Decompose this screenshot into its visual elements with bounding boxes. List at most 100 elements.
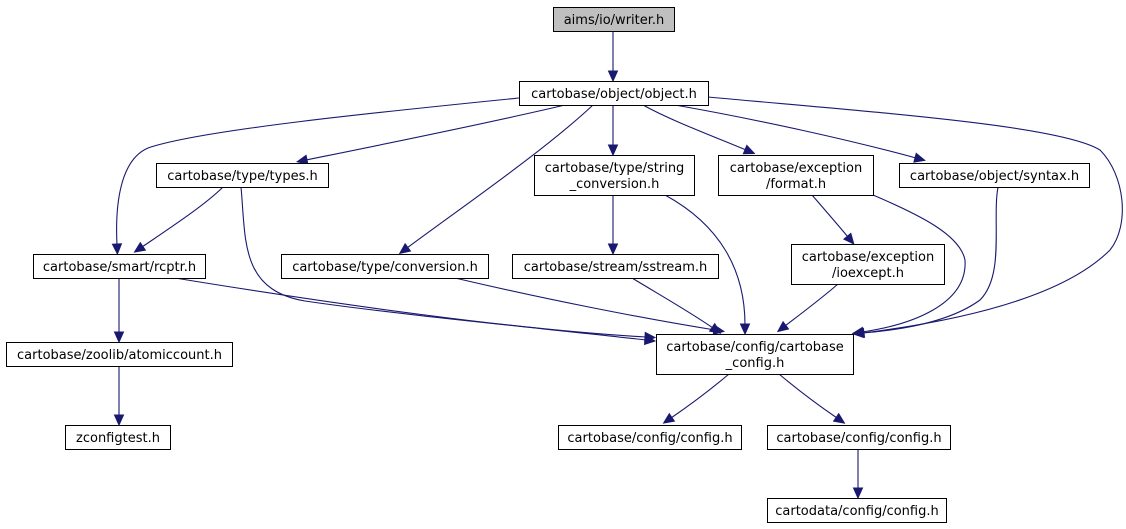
arrowhead (133, 241, 147, 253)
edge-format-to-ioexcept (811, 194, 855, 245)
node-box (534, 155, 695, 196)
edge-line (631, 277, 714, 329)
node-label: cartobase/type/types.h (167, 169, 317, 184)
node-box (899, 163, 1090, 188)
node-label: cartobase/exception (802, 250, 934, 265)
edge-line (454, 277, 716, 331)
node-atomiccount[interactable]: cartobase/zoolib/atomiccount.h (6, 342, 233, 367)
node-layer: aims/io/writer.h cartobase/object/object.… (6, 7, 1090, 523)
edge-line (670, 373, 730, 419)
edge-types-to-rcptr (133, 186, 224, 253)
node-label: cartobase/exception (730, 161, 862, 176)
arrowhead (776, 320, 790, 333)
node-types[interactable]: cartobase/type/types.h (156, 163, 329, 188)
arrowhead (852, 487, 864, 500)
node-cartodata-config[interactable]: cartodata/config/config.h (767, 498, 947, 523)
edge-string_conversion-to-cartobase_config (664, 194, 751, 336)
node-label: zconfigtest.h (76, 431, 160, 446)
node-box (656, 334, 854, 375)
node-label: cartodata/config/config.h (775, 504, 938, 519)
edge-conversion-to-cartobase_config (454, 277, 726, 335)
node-label: cartobase/type/string (545, 161, 685, 176)
node-format[interactable]: cartobase/exception/format.h (718, 155, 874, 196)
edge-cartobase_config-to-config_b (778, 373, 846, 424)
node-label: cartobase/object/object.h (531, 87, 697, 102)
node-writer[interactable]: aims/io/writer.h (553, 7, 675, 32)
arrowhead (113, 414, 125, 427)
edge-config_b-to-cartodata_config (852, 449, 864, 500)
node-box (6, 342, 233, 367)
node-label: /ioexcept.h (832, 266, 904, 281)
edge-object-to-types (295, 104, 566, 165)
edge-object-to-format (642, 104, 756, 155)
edge-ioexcept-to-cartobase_config (776, 283, 839, 333)
edge-layer (111, 31, 1123, 500)
arrowhead (662, 412, 676, 424)
edge-line (406, 104, 594, 249)
node-box (65, 425, 171, 450)
edge-line (174, 277, 647, 338)
node-box (718, 155, 874, 196)
edge-cartobase_config-to-config_a (662, 373, 730, 424)
node-conversion[interactable]: cartobase/type/conversion.h (281, 254, 489, 279)
arrowhead (607, 243, 619, 256)
edge-line (305, 104, 566, 161)
node-syntax[interactable]: cartobase/object/syntax.h (899, 163, 1090, 188)
node-string-conversion[interactable]: cartobase/type/string_conversion.h (534, 155, 695, 196)
node-box (767, 425, 951, 450)
edge-object-to-conversion (398, 104, 594, 255)
edge-line (116, 97, 520, 246)
edge-line (811, 194, 849, 238)
node-cartobase-config[interactable]: cartobase/config/cartobase_config.h (656, 334, 854, 375)
arrowhead (398, 242, 412, 255)
node-rcptr[interactable]: cartobase/smart/rcptr.h (33, 254, 206, 279)
node-label: cartobase/config/cartobase (666, 340, 844, 355)
node-box (156, 163, 329, 188)
arrowhead (607, 70, 619, 83)
edge-line (707, 96, 1123, 334)
arrowhead (832, 412, 846, 424)
node-box (767, 498, 947, 523)
edge-atomiccount-to-zconfigtest (113, 366, 125, 427)
arrowhead (111, 243, 123, 256)
node-label: /format.h (766, 177, 826, 192)
edge-sstream-to-cartobase_config (631, 277, 722, 334)
node-box (553, 7, 675, 32)
node-label: _config.h (725, 356, 785, 371)
node-box (33, 254, 206, 279)
node-label: cartobase/stream/sstream.h (524, 260, 708, 275)
node-object[interactable]: cartobase/object/object.h (519, 81, 709, 106)
arrowhead (851, 327, 864, 339)
node-box (791, 244, 945, 285)
edge-line (664, 194, 746, 326)
node-ioexcept[interactable]: cartobase/exception/ioexcept.h (791, 244, 945, 285)
node-zconfigtest[interactable]: zconfigtest.h (65, 425, 171, 450)
node-label: cartobase/config/config.h (567, 431, 732, 446)
edge-object-to-syntax (674, 104, 926, 163)
node-box (281, 254, 489, 279)
edge-writer-to-object (607, 31, 619, 83)
arrowhead (295, 154, 309, 165)
node-config-b[interactable]: cartobase/config/config.h (767, 425, 951, 450)
edge-line (642, 104, 747, 151)
edge-rcptr-to-cartobase_config (174, 277, 657, 343)
node-label: cartobase/zoolib/atomiccount.h (17, 348, 222, 363)
node-label: cartobase/type/conversion.h (292, 260, 478, 275)
edge-object-to-rcptr (111, 97, 520, 256)
edge-line (861, 194, 966, 333)
node-label: cartobase/object/syntax.h (910, 169, 1079, 184)
edge-line (778, 373, 838, 419)
arrowhead (842, 232, 855, 245)
edge-object-to-cartobase_config (707, 96, 1123, 339)
arrowhead (708, 322, 722, 334)
node-label: cartobase/smart/rcptr.h (43, 260, 196, 275)
node-box (519, 81, 709, 106)
arrowhead (739, 323, 751, 336)
node-sstream[interactable]: cartobase/stream/sstream.h (512, 254, 719, 279)
arrowhead (913, 152, 926, 163)
node-config-a[interactable]: cartobase/config/config.h (558, 425, 742, 450)
edge-line (141, 186, 224, 248)
edge-line (784, 283, 839, 327)
edge-string_conversion-to-sstream (607, 195, 619, 256)
